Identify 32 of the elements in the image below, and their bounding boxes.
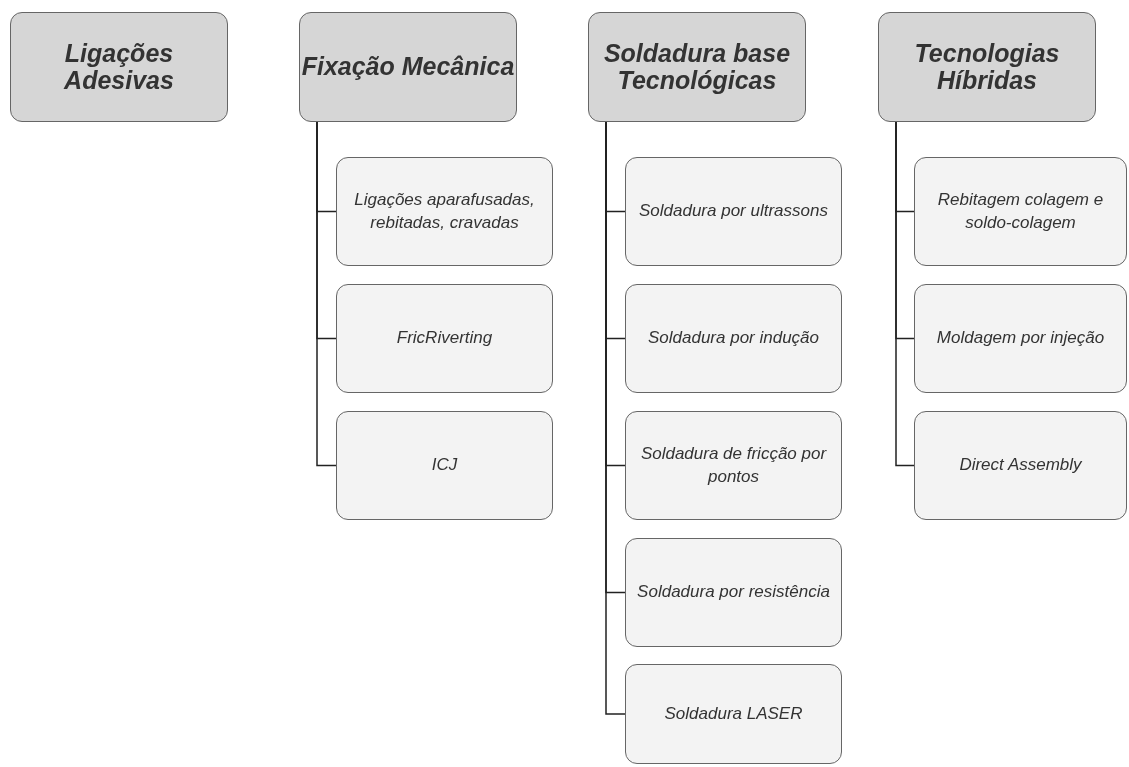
connector-line [316,121,337,467]
category-box [588,12,806,122]
node-label: Soldadura por resistência [637,581,830,604]
item-box [625,411,842,520]
node-label: Direct Assembly [959,454,1082,477]
item-box [914,411,1127,520]
node-label: Soldadura base Tecnológicas [602,39,792,95]
node-label: FricRiverting [396,327,493,350]
category-box [878,12,1096,122]
item-box [625,157,842,266]
node-label: Moldagem por injeção [936,327,1105,350]
item-box [914,284,1127,393]
item-box [336,284,553,393]
node-label: Soldadura por ultrassons [639,200,828,223]
item-box [625,538,842,647]
node-label: Fixação Mecânica [301,53,515,81]
category-box [299,12,517,122]
connector-line [895,121,915,467]
item-box [336,157,553,266]
node-label: Soldadura por indução [647,327,820,350]
item-box [625,664,842,764]
item-box [625,284,842,393]
node-label: Ligações aparafusadas, rebitadas, cravadas [353,189,536,234]
node-label: ICJ [431,454,458,477]
node-label: Soldadura LASER [664,702,803,725]
category-box [10,12,228,122]
node-label: Tecnologias Híbridas [913,39,1061,95]
node-label: Rebitagem colagem e soldo-colagem [936,189,1105,234]
node-label: Soldadura de fricção por pontos [639,443,828,488]
item-box [914,157,1127,266]
node-label: Ligações Adesivas [62,39,175,95]
item-box [336,411,553,520]
